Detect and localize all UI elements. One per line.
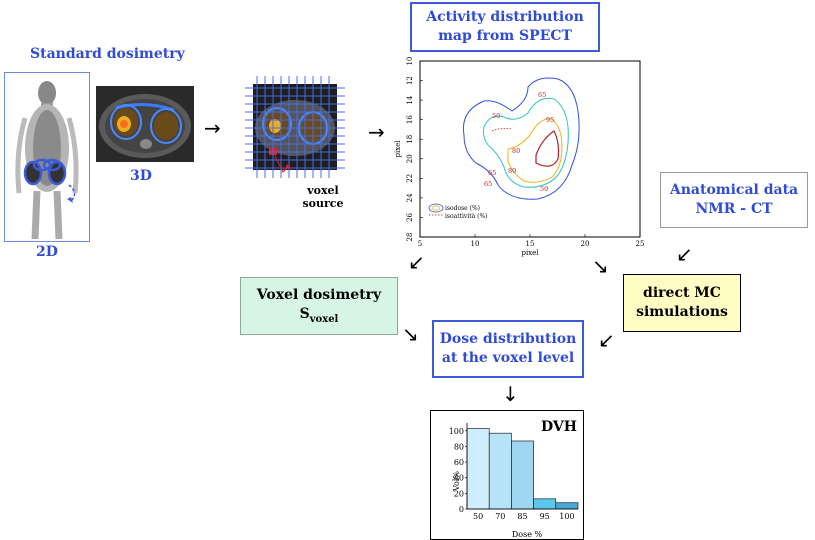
contour-65-cyan xyxy=(483,97,569,188)
contour-label: 65 xyxy=(484,180,492,188)
contour-50-outer xyxy=(462,77,580,200)
arrow-3d-to-voxel: → xyxy=(204,116,221,140)
dvh-x-tick-label: 100 xyxy=(559,512,574,521)
activity-distribution-box: Activity distribution map from SPECT xyxy=(410,2,600,52)
spect-x-tick-label: 20 xyxy=(581,240,590,248)
voxel-dosimetry-sub: voxel xyxy=(309,313,339,325)
dvh-xlabel: Dose % xyxy=(512,530,543,539)
contour-label: 50 xyxy=(492,112,500,120)
dvh-y-tick-label: 80 xyxy=(454,442,464,451)
arrow-anatomical-to-mc: ↙ xyxy=(676,242,693,266)
dvh-chart: DVH Vol% Dose % 0 20 40 60 80 100 50 70 85 95 100 xyxy=(449,419,579,539)
legend-isoactivity: isoattività (%) xyxy=(445,213,488,220)
whole-body-scan-image xyxy=(4,72,90,242)
spect-legend: isodose (%) isoattività (%) xyxy=(428,203,488,220)
spect-xlabel: pixel xyxy=(521,249,539,257)
contour-95-red xyxy=(535,130,560,167)
spect-ct-slice-drawing xyxy=(96,86,194,162)
contour-80-orange xyxy=(507,118,563,183)
dvh-chart-frame: DVH Vol% Dose % 0 20 40 60 80 100 50 70 85 95 100 xyxy=(430,410,584,540)
direct-mc-line1: direct MC xyxy=(643,285,721,302)
dvh-bar xyxy=(511,440,534,510)
spect-y-tick-label: 18 xyxy=(406,135,414,144)
label-2d: 2D xyxy=(36,244,58,260)
voxel-dosimetry-line1: Voxel dosimetry xyxy=(256,286,382,303)
spect-y-tick-label: 16 xyxy=(406,115,414,124)
dose-distribution-box: Dose distribution at the voxel level xyxy=(432,320,584,378)
label-3d: 3D xyxy=(130,168,152,184)
dvh-x-tick-label: 85 xyxy=(517,512,527,521)
spect-x-tick-label: 10 xyxy=(471,240,480,248)
contour-label: 80 xyxy=(508,167,516,175)
spect-y-tick-label: 10 xyxy=(406,57,414,66)
dvh-y-tick-label: 40 xyxy=(454,474,464,483)
contour-label: 65 xyxy=(538,91,546,99)
spect-y-tick-label: 24 xyxy=(406,193,414,202)
spect-y-tick-label: 22 xyxy=(406,174,414,183)
dvh-y-tick-label: 60 xyxy=(454,458,464,467)
activity-line1: Activity distribution xyxy=(426,9,584,26)
arrow-mc-to-dose: ↙ xyxy=(598,328,615,352)
voxel-dosimetry-s: S xyxy=(299,305,310,322)
dvh-x-tick-label: 95 xyxy=(540,512,550,521)
spect-ylabel: pixel xyxy=(394,140,402,158)
dvh-y-tick-label: 100 xyxy=(449,427,464,436)
dose-line1: Dose distribution xyxy=(439,331,577,348)
voxelized-slice-image xyxy=(243,72,347,184)
dvh-title: DVH xyxy=(541,419,577,435)
dvh-bar xyxy=(533,498,557,510)
voxelized-slice-drawing xyxy=(245,76,345,178)
spect-y-tick-label: 26 xyxy=(406,212,414,221)
dvh-x-tick-label: 50 xyxy=(473,512,483,521)
spect-y-tick-label: 12 xyxy=(406,76,414,85)
spect-x-tick-label: 25 xyxy=(636,240,645,248)
dvh-ylabel: Vol% xyxy=(452,471,461,492)
whole-body-scan-drawing xyxy=(15,81,79,240)
spect-y-tick-label: 14 xyxy=(406,95,414,104)
anatomical-line2: NMR - CT xyxy=(695,201,773,217)
contour-label: 65 xyxy=(488,169,496,177)
arrow-voxel-to-spect: → xyxy=(368,120,385,144)
voxel-dosimetry-s-line: Svoxel xyxy=(300,305,339,326)
legend-isodose: isodose (%) xyxy=(445,205,480,212)
spect-x-tick-label: 15 xyxy=(526,240,535,248)
arrow-spect-to-mc: ↘ xyxy=(592,254,609,278)
standard-dosimetry-title: Standard dosimetry xyxy=(30,46,185,62)
spect-isodose-plot: 5 10 15 20 25 10 12 14 16 18 20 22 24 26 28 pixel pix… xyxy=(388,55,650,258)
direct-mc-line2: simulations xyxy=(636,304,728,320)
dvh-bar xyxy=(488,432,512,510)
activity-line2: map from SPECT xyxy=(438,28,572,44)
spect-plot-frame xyxy=(419,60,641,238)
contour-label: 50 xyxy=(540,185,548,193)
voxel-source-line1: voxel xyxy=(307,184,339,197)
dvh-y-tick-label: 0 xyxy=(459,505,464,514)
contour-dotted-isoactivity xyxy=(491,127,513,132)
dvh-x-tick-label: 70 xyxy=(495,512,505,521)
voxel-source-caption: voxel source xyxy=(298,184,348,210)
direct-mc-box: direct MC simulations xyxy=(623,274,741,332)
arrow-voxel-dosimetry-to-dose: ↘ xyxy=(402,322,419,346)
voxel-source-line2: source xyxy=(302,197,344,211)
arrow-spect-to-voxel-dosimetry: ↙ xyxy=(408,250,425,274)
dvh-bar xyxy=(555,502,579,510)
contour-label: 95 xyxy=(546,116,554,124)
spect-plot-svg: 5 10 15 20 25 10 12 14 16 18 20 22 24 26 28 pixel pix… xyxy=(394,57,645,257)
anatomical-data-box: Anatomical data NMR - CT xyxy=(660,172,808,228)
spect-y-tick-label: 28 xyxy=(406,233,414,242)
spect-y-tick-label: 20 xyxy=(406,154,414,163)
voxel-dosimetry-box: Voxel dosimetry Svoxel xyxy=(240,277,398,335)
arrow-dose-to-dvh: ↓ xyxy=(502,382,519,406)
spect-ct-slice-image xyxy=(96,86,194,162)
dvh-y-tick-label: 20 xyxy=(454,489,464,498)
dvh-bar xyxy=(466,428,490,510)
spect-x-tick-label: 5 xyxy=(418,240,422,248)
contour-label: 80 xyxy=(512,147,520,155)
anatomical-line1: Anatomical data xyxy=(669,182,799,199)
dose-line2: at the voxel level xyxy=(441,350,575,366)
